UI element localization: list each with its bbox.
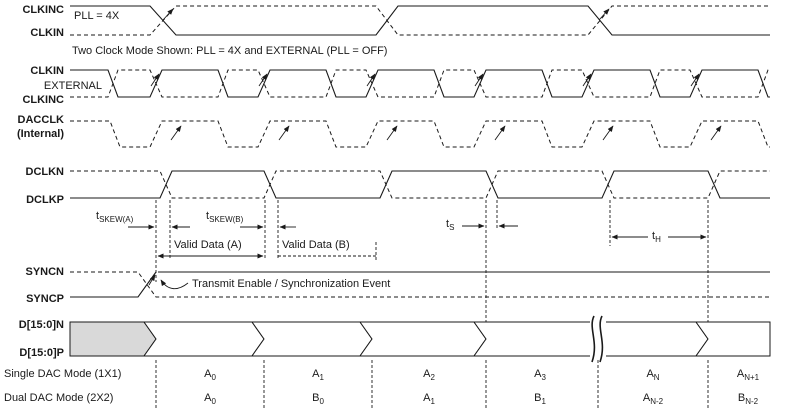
clkinc-external-label: CLKINC <box>22 94 64 106</box>
clkin-external-arrow-2 <box>258 73 268 87</box>
single-cell: AN <box>646 368 659 382</box>
dacclk-wave <box>70 120 770 148</box>
break-mark-left <box>591 315 596 363</box>
dacclk-label: DACCLK <box>18 114 64 126</box>
clkinc-top-wave <box>70 5 770 36</box>
valid-a-bg <box>172 238 252 252</box>
syncn-wave <box>70 271 170 298</box>
clkinc-top-label: CLKINC <box>22 4 64 16</box>
clkin-top-wave <box>70 5 770 36</box>
dn-label: D[15:0]N <box>19 319 64 331</box>
dual-cell: A0 <box>204 392 216 406</box>
single-cell: A2 <box>423 368 435 382</box>
valid-b-label: Valid Data (B) <box>282 239 350 251</box>
sync-arrow <box>148 274 156 286</box>
dacclk-arrow-5 <box>602 125 614 141</box>
dclkn-wave <box>70 170 770 199</box>
dual-cell: B1 <box>534 392 546 406</box>
clkin-top-label: CLKIN <box>30 27 64 39</box>
dual-cell: AN-2 <box>643 392 664 406</box>
th-label: tH <box>652 230 661 244</box>
dual-cell: BN-2 <box>738 392 759 406</box>
bus-word-5 <box>695 321 771 357</box>
clkin-external-arrow-1 <box>150 73 160 87</box>
single-cell: A3 <box>534 368 546 382</box>
dclkn-label: DCLKN <box>26 166 65 178</box>
dclkp-wave <box>70 170 770 199</box>
dp-label: D[15:0]P <box>19 347 64 359</box>
dual-cell: B0 <box>312 392 324 406</box>
transmit-label: Transmit Enable / Synchronization Event <box>192 278 390 290</box>
bus-word-3 <box>473 321 597 357</box>
bus-word-1 <box>251 321 373 357</box>
clkin-external-arrow-5 <box>582 73 592 87</box>
syncp-label: SYNCP <box>26 293 64 305</box>
bus-word-2 <box>359 321 487 357</box>
bus-word-4 <box>599 321 709 357</box>
clkin-external-arrow-4 <box>474 73 484 87</box>
syncn-label: SYNCN <box>25 266 64 278</box>
transmit-curve <box>160 279 189 290</box>
external-label: EXTERNAL <box>44 80 102 92</box>
syncp-wave <box>70 271 157 298</box>
clkin-external-label: CLKIN <box>30 65 64 77</box>
clkin-top-arrow-2 <box>598 8 610 21</box>
dacclk-arrow-1 <box>170 125 182 141</box>
break-mark-right <box>599 315 604 363</box>
valid-a-label: Valid Data (A) <box>174 239 242 251</box>
tskew-b-label: tSKEW(B) <box>206 210 244 224</box>
clkin-external-arrow-3 <box>366 73 376 87</box>
dual-cell: A1 <box>423 392 435 406</box>
clkin-external-wave <box>70 69 770 98</box>
th-bg <box>648 228 668 244</box>
dacclk-internal-label: (Internal) <box>17 128 64 140</box>
single-cell: A0 <box>204 368 216 382</box>
ts-label: tS <box>446 218 454 232</box>
bus-word-0 <box>143 321 265 357</box>
dacclk-arrow-6 <box>710 125 722 141</box>
pll-note: PLL = 4X <box>74 10 120 22</box>
mode-note: Two Clock Mode Shown: PLL = 4X and EXTER… <box>72 45 387 57</box>
clkin-top-arrow <box>162 8 174 21</box>
tskew-a-label: tSKEW(A) <box>96 210 134 224</box>
bus-shaded-start <box>69 321 157 357</box>
single-cell: A1 <box>312 368 324 382</box>
clkinc-external-wave <box>70 69 770 98</box>
clkin-external-arrow-6 <box>690 73 700 87</box>
single-mode-label: Single DAC Mode (1X1) <box>4 368 121 380</box>
dacclk-arrow-2 <box>278 125 290 141</box>
dacclk-arrow-3 <box>386 125 398 141</box>
dual-mode-label: Dual DAC Mode (2X2) <box>4 392 113 404</box>
dclkp-label: DCLKP <box>26 194 64 206</box>
single-cell: AN+1 <box>737 368 760 382</box>
dacclk-arrow-4 <box>494 125 506 141</box>
